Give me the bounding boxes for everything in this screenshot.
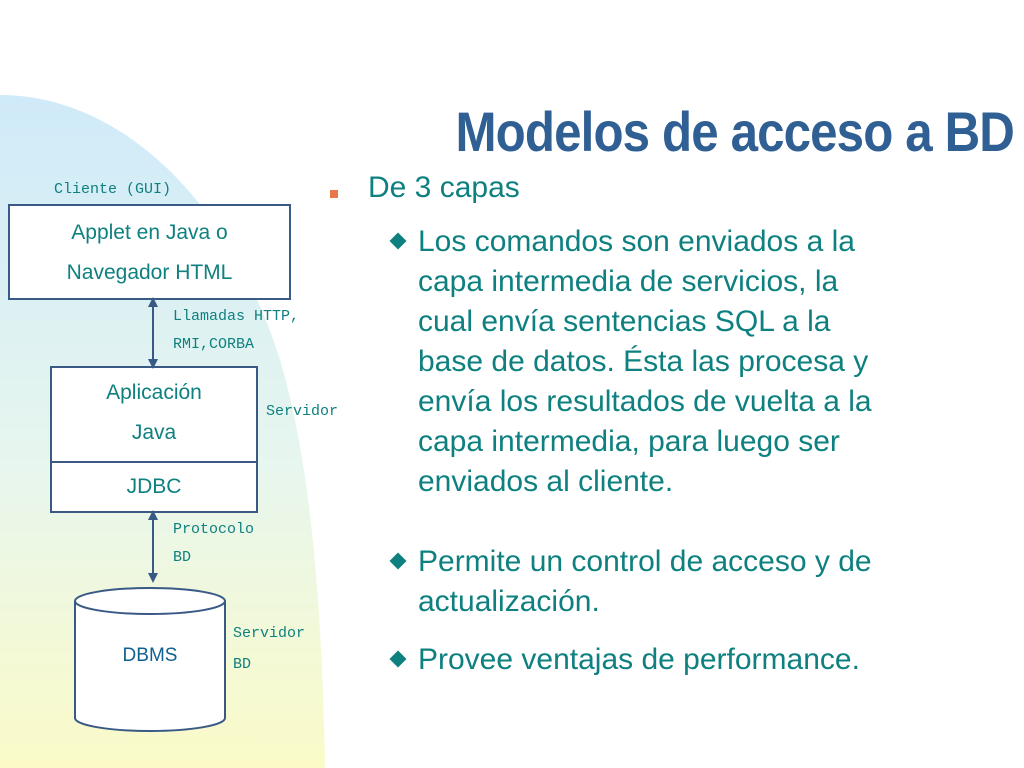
db-server-label-line2: BD bbox=[233, 656, 252, 673]
bullet-item-3-text: Provee ventajas de performance. bbox=[418, 640, 1010, 680]
protocol-label-line2: BD bbox=[173, 549, 192, 566]
bullet-item-2-text: Permite un control de acceso y de actual… bbox=[418, 542, 1010, 622]
jdbc-box-label: JDBC bbox=[126, 475, 182, 498]
dbms-label: DBMS bbox=[122, 645, 178, 666]
bullet-line: Los comandos son enviados a la bbox=[418, 225, 855, 258]
jdbc-box: JDBC bbox=[50, 461, 258, 513]
client-box-line1: Applet en Java o bbox=[71, 221, 228, 244]
call-label-line2: RMI,CORBA bbox=[173, 336, 255, 353]
bullet-level1-text: De 3 capas bbox=[368, 171, 520, 204]
call-label-line1: Llamadas HTTP, bbox=[173, 308, 300, 325]
client-box-line2: Navegador HTML bbox=[66, 261, 233, 284]
bullet-line: capa intermedia, para luego ser bbox=[418, 425, 840, 458]
bullet-line: enviados al cliente. bbox=[418, 465, 674, 498]
bullet-item-1-text: Los comandos son enviados a la capa inte… bbox=[418, 222, 1010, 502]
bullet-line: actualización. bbox=[418, 585, 600, 618]
bullet-line: Permite un control de acceso y de bbox=[418, 545, 872, 578]
protocol-label-line1: Protocolo bbox=[173, 521, 255, 538]
client-label: Cliente (GUI) bbox=[54, 181, 172, 198]
bullet-line: cual envía sentencias SQL a la bbox=[418, 305, 831, 338]
app-box-line2: Java bbox=[131, 421, 177, 444]
app-box-line1: Aplicación bbox=[106, 381, 202, 404]
page-title: Modelos de acceso a BD bbox=[455, 100, 1014, 163]
bullet-line: base de datos. Ésta las procesa y bbox=[418, 345, 869, 378]
server-label: Servidor bbox=[266, 403, 339, 420]
bullet-line: capa intermedia de servicios, la bbox=[418, 265, 839, 298]
square-bullet-icon bbox=[330, 190, 338, 198]
db-server-label-line1: Servidor bbox=[233, 625, 306, 642]
dbms-cylinder-icon bbox=[74, 587, 226, 732]
bullet-line: envía los resultados de vuelta a la bbox=[418, 385, 872, 418]
bullet-line: Provee ventajas de performance. bbox=[418, 643, 860, 676]
client-box: Applet en Java o Navegador HTML bbox=[8, 204, 291, 300]
